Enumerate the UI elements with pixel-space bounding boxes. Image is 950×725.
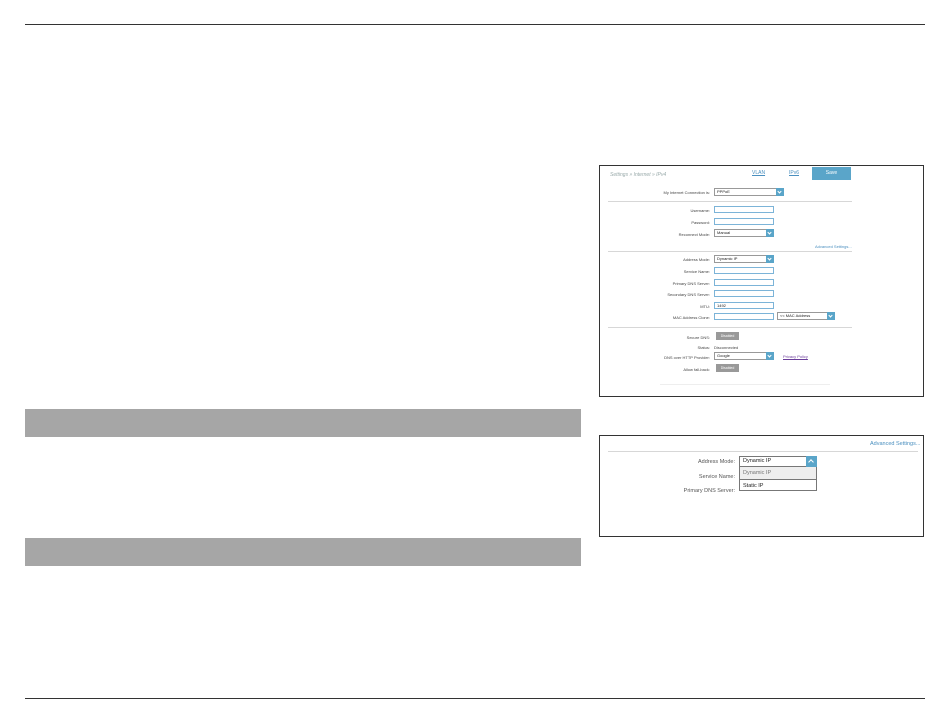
address-mode-value: Dynamic IP [717,256,738,261]
reconnect-value: Manual [717,230,731,235]
status-value: Disconnected [714,345,739,350]
address-mode-dropdown-screenshot: Advanced Settings... Address Mode: Dynam… [599,435,924,537]
secondary-dns-label: Secondary DNS Server: [667,292,710,297]
tab-vlan[interactable]: VLAN [752,170,766,176]
dropdown-option-static-ip[interactable]: Static IP [739,479,817,491]
address-mode-value: Dynamic IP [743,458,772,464]
save-button[interactable]: Save [812,167,851,180]
chevron-down-icon [827,312,835,320]
section-bar-1 [25,409,581,437]
mac-clone-label: MAC Address Clone: [672,315,710,320]
connection-select[interactable]: PPPoE [714,188,784,196]
fallback-label: Allow fall-back: [683,367,710,372]
mtu-input[interactable]: 1492 [714,302,774,309]
chevron-down-icon [766,352,774,360]
address-mode-select[interactable]: Dynamic IP [714,255,774,263]
chevron-down-icon [776,188,784,196]
service-name-label: Service Name: [698,474,735,480]
fallback-toggle[interactable]: Disabled [716,364,739,372]
connection-label: My Internet Connection is: [663,190,710,195]
divider [660,384,830,385]
divider [608,451,918,452]
dns-provider-label: DNS over HTTP Provider: [664,355,710,360]
service-name-label: Service Name: [683,269,710,274]
mac-address-select[interactable]: << MAC Address [777,312,835,320]
address-mode-select[interactable]: Dynamic IP [739,456,817,467]
primary-dns-input[interactable] [714,279,774,286]
chevron-up-icon [806,456,817,467]
tab-ipv6[interactable]: IPv6 [789,170,800,176]
status-label: Status: [697,345,710,350]
username-input[interactable] [714,206,774,213]
username-label: Username: [690,208,710,213]
breadcrumb: Settings » Internet » IPv4 [610,172,667,178]
divider [608,251,852,252]
mac-clone-input[interactable] [714,313,774,320]
mac-address-select-value: << MAC Address [780,313,811,318]
address-mode-label: Address Mode: [698,459,735,465]
divider [608,327,852,328]
dns-provider-select[interactable]: Google [714,352,774,360]
ipv4-settings-screenshot: Settings » Internet » IPv4 VLAN IPv6 Sav… [599,165,924,397]
dropdown-option-dynamic-ip[interactable]: Dynamic IP [739,467,817,479]
reconnect-select[interactable]: Manual [714,229,774,237]
bottom-rule [25,698,925,699]
service-name-input[interactable] [714,267,774,274]
section-bar-2 [25,538,581,566]
connection-value: PPPoE [717,189,730,194]
primary-dns-label: Primary DNS Server: [672,281,710,286]
secure-dns-label: Secure DNS: [686,335,710,340]
top-rule [25,24,925,25]
mtu-label: MTU: [700,304,710,309]
address-mode-label: Address Mode: [683,257,710,262]
chevron-down-icon [766,229,774,237]
dns-provider-value: Google [717,353,730,358]
reconnect-label: Reconnect Mode: [678,232,710,237]
chevron-down-icon [766,255,774,263]
advanced-settings-link[interactable]: Advanced Settings... [870,441,921,447]
secure-dns-toggle[interactable]: Disabled [716,332,739,340]
password-input[interactable] [714,218,774,225]
password-label: Password: [691,220,710,225]
primary-dns-label: Primary DNS Server: [683,488,735,494]
divider [608,201,852,202]
secondary-dns-input[interactable] [714,290,774,297]
advanced-settings-link[interactable]: Advanced Settings... [815,244,852,249]
privacy-policy-link[interactable]: Privacy Policy [783,354,808,359]
